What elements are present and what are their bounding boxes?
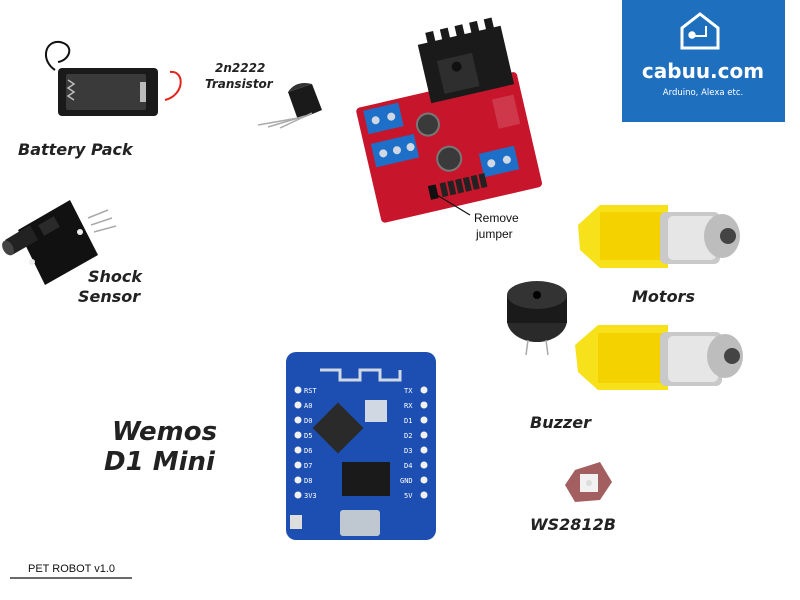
label-d1-mini: D1 Mini <box>104 447 216 477</box>
wemos-pcb <box>286 352 436 540</box>
motor-top <box>578 205 740 268</box>
label-buzzer: Buzzer <box>530 413 592 432</box>
usb-port <box>340 510 380 536</box>
wifi-antenna-icon <box>320 368 402 382</box>
pin-label: D2 <box>404 432 412 440</box>
transistor <box>257 83 322 129</box>
pin-label: 5V <box>404 492 413 500</box>
capacitor <box>436 145 463 172</box>
pin-label: RX <box>404 402 413 410</box>
capacitor <box>415 112 440 137</box>
jumper-pointer <box>431 191 471 216</box>
label-jumper: jumper <box>475 227 513 241</box>
wemos-right-pins <box>420 386 428 499</box>
pin-label: TX <box>404 387 413 395</box>
cabuu-logo: cabuu.com Arduino, Alexa etc. <box>622 0 785 122</box>
label-motors: Motors <box>632 287 695 306</box>
driver-header-pins <box>439 173 488 198</box>
wemos-right-pin-labels: TX RX D1 D2 D3 D4 GND 5V <box>400 387 413 500</box>
pin-label: D5 <box>304 432 312 440</box>
wemos-left-pins <box>294 386 302 499</box>
logo-text: cabuu.com <box>642 59 764 83</box>
battery-pack <box>45 40 182 116</box>
wire-black-left <box>315 175 385 370</box>
pin-label: GND <box>400 477 413 485</box>
driver-heatsink <box>417 17 515 104</box>
footer-title: PET ROBOT v1.0 <box>28 563 115 575</box>
label-transistor-model: 2n2222 <box>215 61 265 75</box>
wemos-board: RST A0 D0 D5 D6 D7 D8 3V3 TX RX D1 D2 D3… <box>286 352 436 540</box>
pin-label: D8 <box>304 477 312 485</box>
shock-sensor <box>2 200 117 285</box>
pin-label: A0 <box>304 402 312 410</box>
sensor-board <box>18 200 98 285</box>
wemos-left-pin-labels: RST A0 D0 D5 D6 D7 D8 3V3 <box>304 387 317 500</box>
motor-driver-board <box>356 17 542 223</box>
label-sensor: Sensor <box>78 287 141 306</box>
pin-label: D0 <box>304 417 312 425</box>
wire-black-buzzer <box>432 345 541 493</box>
screw-terminal <box>478 145 520 178</box>
label-remove: Remove <box>474 211 519 225</box>
house-icon <box>680 12 720 50</box>
label-transistor: Transistor <box>205 77 274 91</box>
battery-wire-red <box>164 70 182 101</box>
pin-label: D7 <box>304 462 312 470</box>
logo-background <box>622 0 785 122</box>
screw-terminal <box>363 102 404 135</box>
wire-purple <box>110 120 278 210</box>
buzzer <box>507 281 567 356</box>
wire-blue-buzzer <box>432 345 525 418</box>
pin-label: RST <box>304 387 317 395</box>
label-ws2812b: WS2812B <box>530 515 616 534</box>
pin-label: D1 <box>404 417 412 425</box>
label-shock: Shock <box>88 267 143 286</box>
pin-label: 3V3 <box>304 492 317 500</box>
ws2812b-led <box>565 462 612 502</box>
pin-label: D3 <box>404 447 412 455</box>
battery-wire-black <box>45 40 71 71</box>
logo-tagline: Arduino, Alexa etc. <box>663 88 743 98</box>
pin-label: D6 <box>304 447 312 455</box>
motor-bottom <box>575 325 743 390</box>
label-wemos: Wemos <box>112 417 217 447</box>
label-battery-pack: Battery Pack <box>18 140 134 159</box>
screw-terminal <box>370 134 420 168</box>
pin-label: D4 <box>404 462 412 470</box>
wire-red-led <box>432 475 575 490</box>
